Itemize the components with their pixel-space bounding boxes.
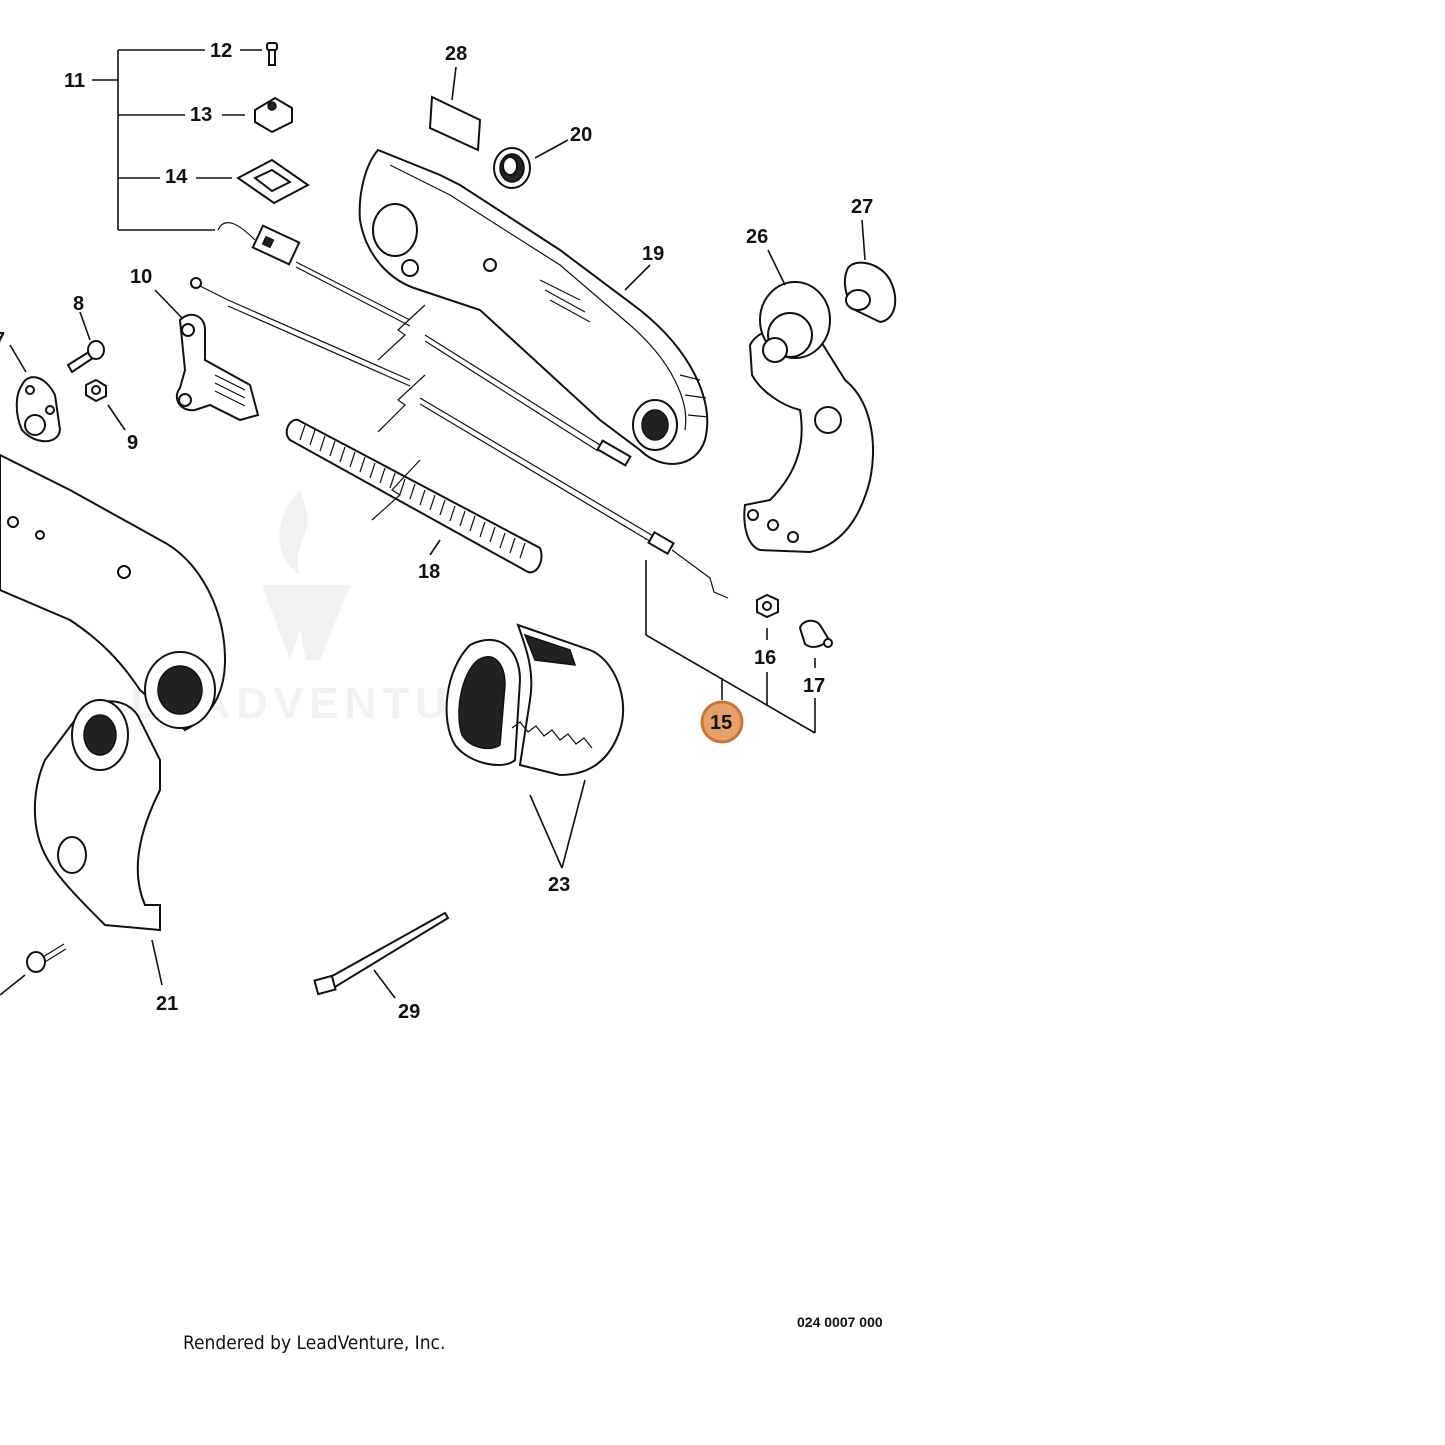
callout-7[interactable]: 7 xyxy=(0,329,5,351)
callout-15[interactable]: 15 xyxy=(710,712,732,734)
callouts: 11 12 13 14 28 20 19 27 26 10 8 7 9 18 1… xyxy=(0,40,873,1023)
screw-lower xyxy=(0,943,67,996)
lever-10 xyxy=(154,289,260,422)
callout-13[interactable]: 13 xyxy=(190,104,212,126)
callout-17[interactable]: 17 xyxy=(803,675,825,697)
bracket-7 xyxy=(9,344,62,443)
clamp-23 xyxy=(445,623,625,869)
callout-11[interactable]: 11 xyxy=(64,70,85,92)
bracket-15 xyxy=(645,560,816,734)
callout-15-circle[interactable] xyxy=(700,700,744,744)
rendered-by-credit: Rendered by LeadVenture, Inc. xyxy=(183,1332,446,1354)
callout-12[interactable]: 12 xyxy=(210,40,232,62)
throttle-cable xyxy=(190,277,729,599)
lower-housing-21 xyxy=(33,699,163,986)
callout-15-highlight[interactable]: 15 xyxy=(700,700,744,744)
handle-housing-19 xyxy=(358,148,709,465)
label-28 xyxy=(428,66,482,152)
sleeve-17 xyxy=(798,619,833,668)
wire-harness xyxy=(217,222,632,467)
cable-tie-29 xyxy=(313,911,450,999)
callout-20[interactable]: 20 xyxy=(570,124,592,146)
callout-21[interactable]: 21 xyxy=(156,993,178,1015)
callout-16[interactable]: 16 xyxy=(754,647,776,669)
callout-19[interactable]: 19 xyxy=(642,243,664,265)
callout-18[interactable]: 18 xyxy=(418,561,440,583)
gear-housing-26 xyxy=(743,249,874,554)
callout-8[interactable]: 8 xyxy=(73,293,84,315)
block-13 xyxy=(254,96,293,134)
callout-29[interactable]: 29 xyxy=(398,1001,420,1023)
nut-16 xyxy=(756,593,779,640)
plate-14 xyxy=(236,158,310,205)
callout-9[interactable]: 9 xyxy=(127,432,138,454)
callout-23[interactable]: 23 xyxy=(548,874,570,896)
bushing-27 xyxy=(843,219,897,324)
nut-9 xyxy=(85,378,126,431)
callout-28[interactable]: 28 xyxy=(445,43,467,65)
callout-14[interactable]: 14 xyxy=(165,166,188,188)
screw-8 xyxy=(66,311,105,374)
callout-26[interactable]: 26 xyxy=(746,226,768,248)
screw-12 xyxy=(266,42,278,66)
callout-27[interactable]: 27 xyxy=(851,196,873,218)
grommet-20 xyxy=(493,139,569,189)
main-handle-body xyxy=(0,453,227,732)
callout-10[interactable]: 10 xyxy=(130,266,152,288)
drawing-code: 024 0007 000 xyxy=(797,1314,883,1330)
bracket-11 xyxy=(92,49,262,231)
spring-18 xyxy=(285,418,543,574)
